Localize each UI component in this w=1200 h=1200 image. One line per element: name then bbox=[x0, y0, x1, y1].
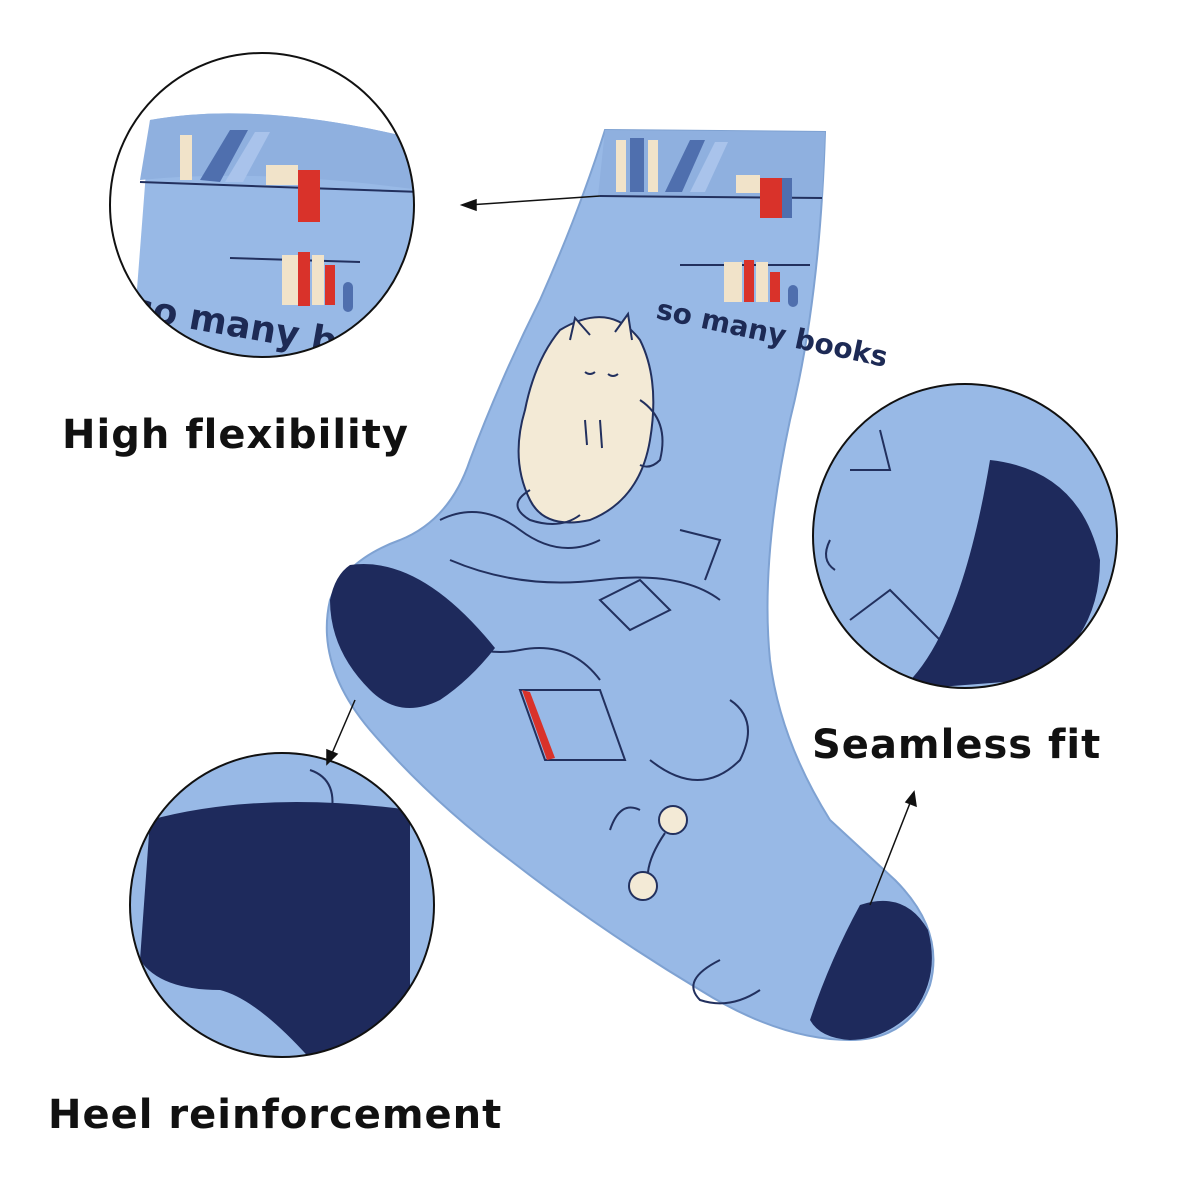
zoom-circle-heel bbox=[129, 752, 435, 1058]
shelf-books bbox=[680, 260, 810, 307]
glasses bbox=[609, 805, 688, 901]
toe-patch bbox=[810, 900, 932, 1040]
side-book bbox=[518, 689, 627, 761]
caption-seamless-fit: Seamless fit bbox=[812, 722, 1102, 768]
heel-patch bbox=[330, 564, 495, 708]
cuff-books bbox=[616, 138, 792, 218]
caption-heel-reinforcement: Heel reinforcement bbox=[48, 1092, 503, 1138]
zoom-circle-cuff: so many books bbox=[109, 52, 415, 358]
zoom-circle-toe bbox=[812, 383, 1118, 689]
cat-illustration bbox=[516, 311, 664, 525]
callout-arrows bbox=[326, 195, 917, 906]
caption-high-flexibility: High flexibility bbox=[62, 412, 409, 458]
